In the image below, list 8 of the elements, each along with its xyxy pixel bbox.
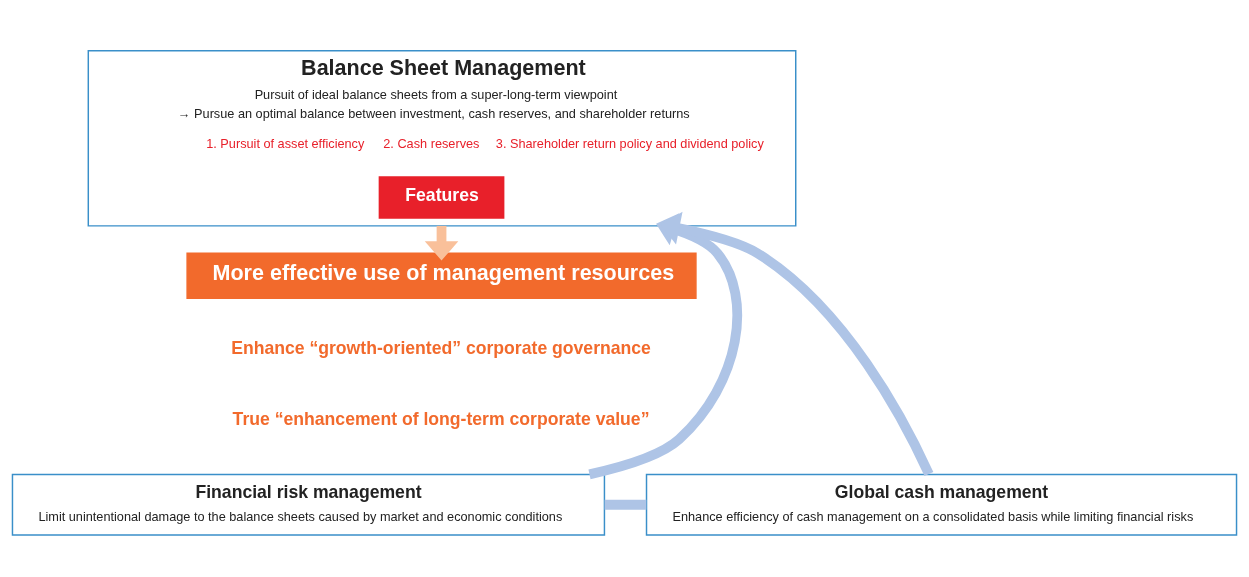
label: Enhance “growth-oriented” corporate governance <box>231 337 651 358</box>
node-box: Global cash management Enhance efficiency of cash management on a consolidated basis while limiting financial risks <box>645 473 1238 536</box>
node-box: Features <box>378 175 505 219</box>
node-box: Financial risk management Limit unintentional damage to the balance sheets caused by market and economic conditions <box>11 473 606 536</box>
node-box: More effective use of management resources <box>186 252 697 299</box>
label: True “enhancement of long-term corporate value” <box>232 408 650 429</box>
connector <box>604 499 647 510</box>
arrow <box>424 225 459 260</box>
